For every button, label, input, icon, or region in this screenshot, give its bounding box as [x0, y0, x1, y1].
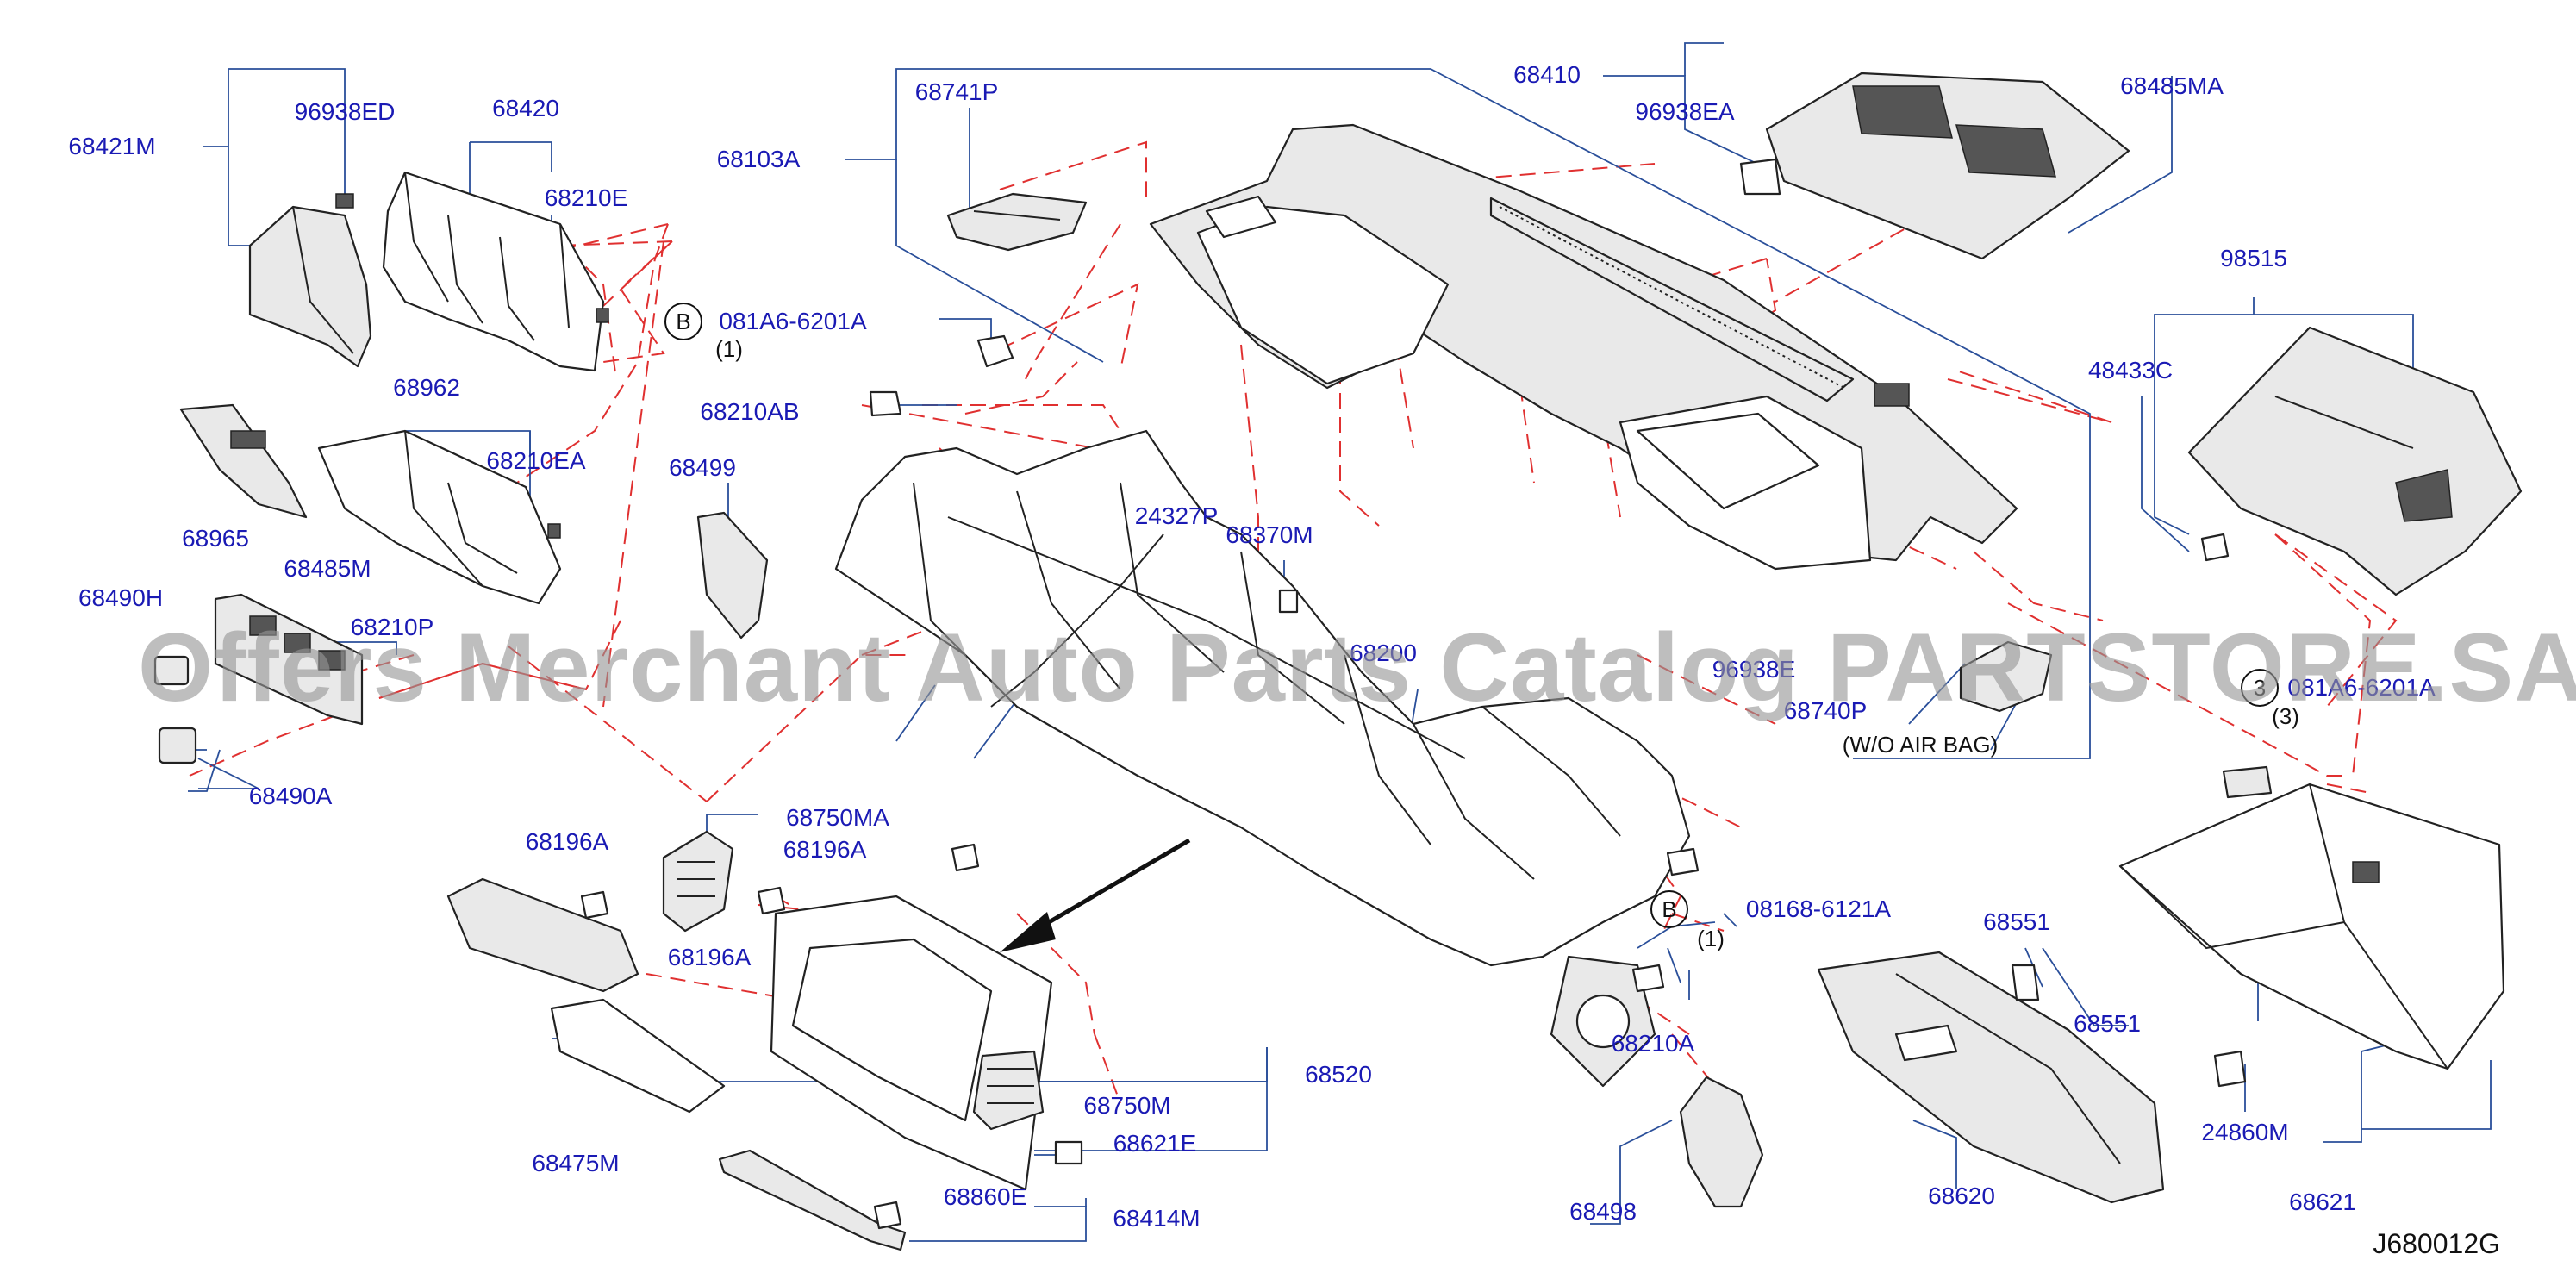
part-68475M-pocket [446, 877, 726, 1114]
watermark: Offers Merchant Auto Parts Catalog PARTS… [138, 614, 2576, 721]
part-label-68498: 68498 [1569, 1198, 1637, 1225]
part-48433C-bolt [2200, 533, 2230, 562]
part-68551-bumper-1 [2011, 964, 2040, 1001]
part-label-68420: 68420 [492, 95, 559, 122]
part-label-68750MA: 68750MA [786, 804, 889, 831]
part-68485MA-defroster-grille [1765, 72, 2130, 260]
part-label-68740P: 68740P [1783, 697, 1868, 724]
part-98515-passenger-airbag [2187, 326, 2523, 596]
bolt-symbol-3: 3 [2241, 669, 2279, 707]
quantity-note-3: (3) [2272, 703, 2299, 729]
part-68490A-switch [158, 727, 197, 764]
part-68420-glovebox-frame [382, 171, 609, 372]
part-68750M-center-vent [972, 1050, 1045, 1131]
part-label-24860M: 24860M [2201, 1119, 2289, 1145]
part-label-68551-a: 68551 [1983, 908, 2050, 935]
part-label-68196A-c: 68196A [667, 944, 752, 970]
part-label-081A6-6201A-3: 081A6-6201A [2287, 674, 2436, 701]
part-68741P-side-vent [946, 192, 1088, 252]
assembly-arrow [1000, 838, 1191, 952]
part-label-68485MA: 68485MA [2120, 72, 2224, 99]
part-68498-cover [1679, 1076, 1764, 1208]
part-label-68490H: 68490H [78, 584, 164, 611]
part-68860E-clip [873, 1201, 902, 1230]
part-label-68410: 68410 [1513, 61, 1581, 88]
part-68499-bracket [696, 511, 769, 640]
part-label-68499: 68499 [669, 454, 736, 481]
part-68370M-clip [1278, 589, 1299, 614]
part-label-68196A-a: 68196A [525, 828, 609, 855]
quantity-note-2: (1) [1697, 926, 1725, 951]
part-68750MA-center-vent [662, 830, 734, 933]
quantity-note-1: (1) [715, 336, 743, 362]
part-68551-bumper-2 [2213, 1050, 2247, 1088]
part-68621-glovebox-inner [2118, 783, 2505, 1070]
part-68962-storage-box [317, 429, 562, 605]
part-label-68370M: 68370M [1226, 521, 1313, 548]
part-68196A-clips [580, 843, 980, 920]
part-label-24327P: 24327P [1134, 502, 1219, 529]
part-label-68551-b: 68551 [2074, 1010, 2141, 1037]
part-label-68210E: 68210E [544, 184, 628, 211]
part-label-96938EA: 96938EA [1635, 98, 1735, 125]
part-label-68621: 68621 [2289, 1189, 2356, 1215]
part-label-68750M: 68750M [1083, 1092, 1171, 1119]
part-68740P-side-vent [1959, 640, 2053, 713]
part-label-68860E: 68860E [943, 1183, 1027, 1210]
part-68620-glovebox-lid [1817, 951, 2165, 1204]
part-68965-small-pocket [179, 403, 308, 519]
part-label-68210P: 68210P [350, 614, 434, 640]
part-label-68520: 68520 [1305, 1061, 1372, 1088]
part-label-68210EA: 68210EA [486, 447, 586, 474]
part-label-68621E: 68621E [1113, 1130, 1197, 1157]
part-label-98515: 98515 [2220, 245, 2287, 271]
part-label-48433C: 48433C [2087, 357, 2174, 384]
part-label-68421M: 68421M [68, 133, 156, 159]
part-68410-instrument-panel [1149, 123, 2018, 571]
part-68421M-glovebox-lid [248, 193, 372, 368]
part-label-68414M: 68414M [1113, 1205, 1201, 1232]
part-label-68485M: 68485M [284, 555, 371, 582]
part-label-08168-6121A: 08168-6121A [1745, 895, 1892, 922]
part-68210A-bolt [1631, 964, 1665, 993]
part-label-68965: 68965 [182, 525, 249, 552]
part-label-68210A: 68210A [1611, 1030, 1695, 1057]
part-24860M-lamp [2222, 765, 2273, 799]
part-label-68103A: 68103A [716, 146, 801, 172]
part-68414M-lower-trim [718, 1149, 907, 1251]
bolt-symbol-b-2: B [1650, 890, 1688, 928]
part-label-68962: 68962 [393, 374, 460, 401]
variant-note-without-airbag: (W/O AIR BAG) [1842, 732, 1999, 758]
part-label-68196A-b: 68196A [783, 836, 867, 863]
part-081A6-bolt-1 [976, 334, 1014, 368]
part-label-96938ED: 96938ED [294, 98, 396, 125]
part-68621E-clip [1054, 1140, 1083, 1165]
part-24327P-harness-clip [990, 533, 1164, 708]
part-68520-center-bezel [770, 895, 1053, 1191]
part-label-081A6-6201A-b: 081A6-6201A [719, 308, 867, 334]
part-68200-panel-frame [834, 429, 1691, 1088]
part-label-96938E: 96938E [1712, 656, 1796, 683]
part-label-68200: 68200 [1350, 640, 1417, 666]
part-68490H-switch [153, 655, 190, 686]
part-label-68741P: 68741P [914, 78, 999, 105]
diagram-code: J680012G [2373, 1228, 2500, 1259]
part-08168-bolt [1666, 847, 1700, 877]
bolt-symbol-b-1: B [664, 303, 702, 340]
part-96938EA-clip [1739, 158, 1781, 196]
part-label-68475M: 68475M [532, 1150, 620, 1176]
part-68485M-switch-panel [214, 593, 364, 726]
part-label-68210AB: 68210AB [700, 398, 800, 425]
part-label-68620: 68620 [1928, 1182, 1995, 1209]
part-68210AB-bolt [869, 390, 902, 417]
part-label-68490A: 68490A [248, 783, 333, 809]
